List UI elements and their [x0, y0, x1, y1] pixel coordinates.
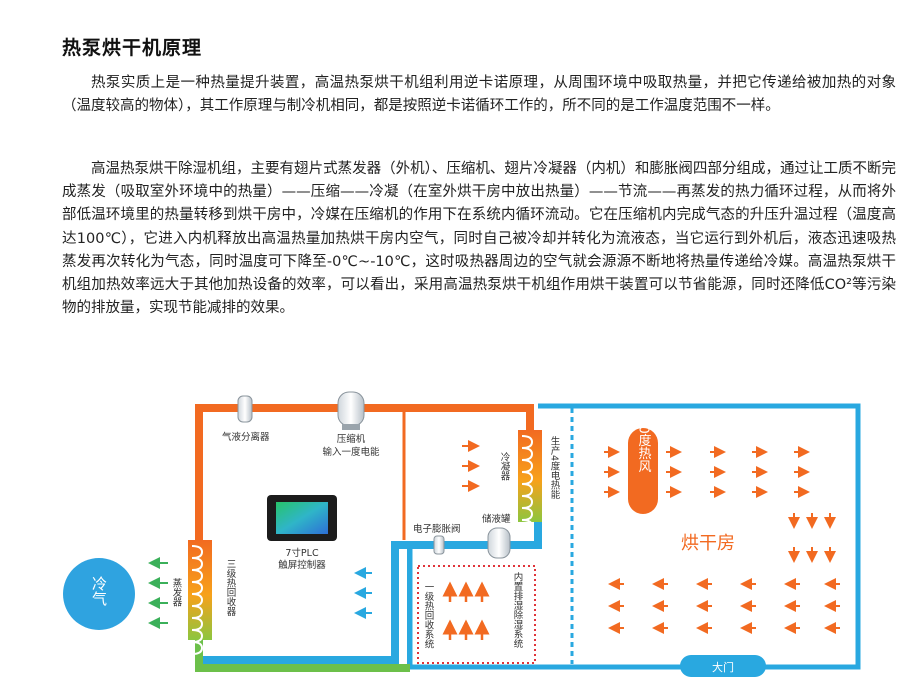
production-label: 生产4度电热能 [549, 435, 561, 500]
cold-air-label: 冷气 [90, 576, 108, 606]
plc-label: 7寸PLC [285, 547, 319, 559]
page-title: 热泵烘干机原理 [62, 37, 203, 59]
gate: 大门 [680, 655, 766, 677]
hot-air-label: 80度热风 [636, 417, 652, 474]
condenser-arrows [462, 440, 480, 492]
evaporator-label: 蒸发器 [171, 577, 183, 606]
blue-flow-arrows [354, 567, 372, 619]
plc-controller [267, 495, 337, 541]
cold-air-indicator: 冷气 [63, 558, 135, 630]
expansion-valve-label: 电子膨胀阀 [413, 523, 461, 535]
gate-label: 大门 [712, 660, 734, 674]
condenser-coil [518, 430, 542, 533]
recovery-up-arrows [442, 581, 490, 640]
plc-sub-label: 触屏控制器 [278, 559, 326, 571]
receiver-label: 储液罐 [482, 513, 511, 525]
compressor-power-label: 输入一度电能 [322, 446, 380, 458]
compressor [337, 391, 365, 430]
internal-dehumid-label: 内置排湿除湿系统 [512, 571, 524, 649]
hot-refrigerant-line [195, 404, 534, 540]
drying-room-label: 烘干房 [681, 533, 735, 554]
condenser-label: 冷凝器 [499, 451, 511, 480]
paragraph-detail: 高温热泵烘干除湿机组，主要有翅片式蒸发器（外机）、压缩机、翅片冷凝器（内机）和膨… [62, 161, 896, 317]
drying-room-left-arrows [608, 578, 840, 634]
drying-room-down-arrows [788, 513, 836, 563]
heat-recovery3-label: 三级热回收器 [225, 559, 237, 616]
green-return-line [195, 640, 410, 672]
heat-recovery-box [417, 565, 536, 664]
receiver-tank [487, 527, 511, 559]
evaporator-coil [188, 540, 212, 655]
gas-liquid-separator [237, 395, 253, 423]
compressor-label: 压缩机 [337, 433, 366, 445]
cold-air-arrows [148, 557, 168, 629]
drying-room-right-arrows [604, 446, 810, 498]
hot-air-indicator: 80度热风 [628, 417, 658, 514]
expansion-valve [433, 535, 445, 555]
paragraph-intro: 热泵实质上是一种热量提升装置，高温热泵烘干机组利用逆卡诺原理，从周围环境中吸取热… [62, 75, 896, 115]
gas-liquid-separator-label: 气液分离器 [222, 431, 270, 443]
heat-recovery1-label: 一级热回收系统 [423, 582, 435, 649]
